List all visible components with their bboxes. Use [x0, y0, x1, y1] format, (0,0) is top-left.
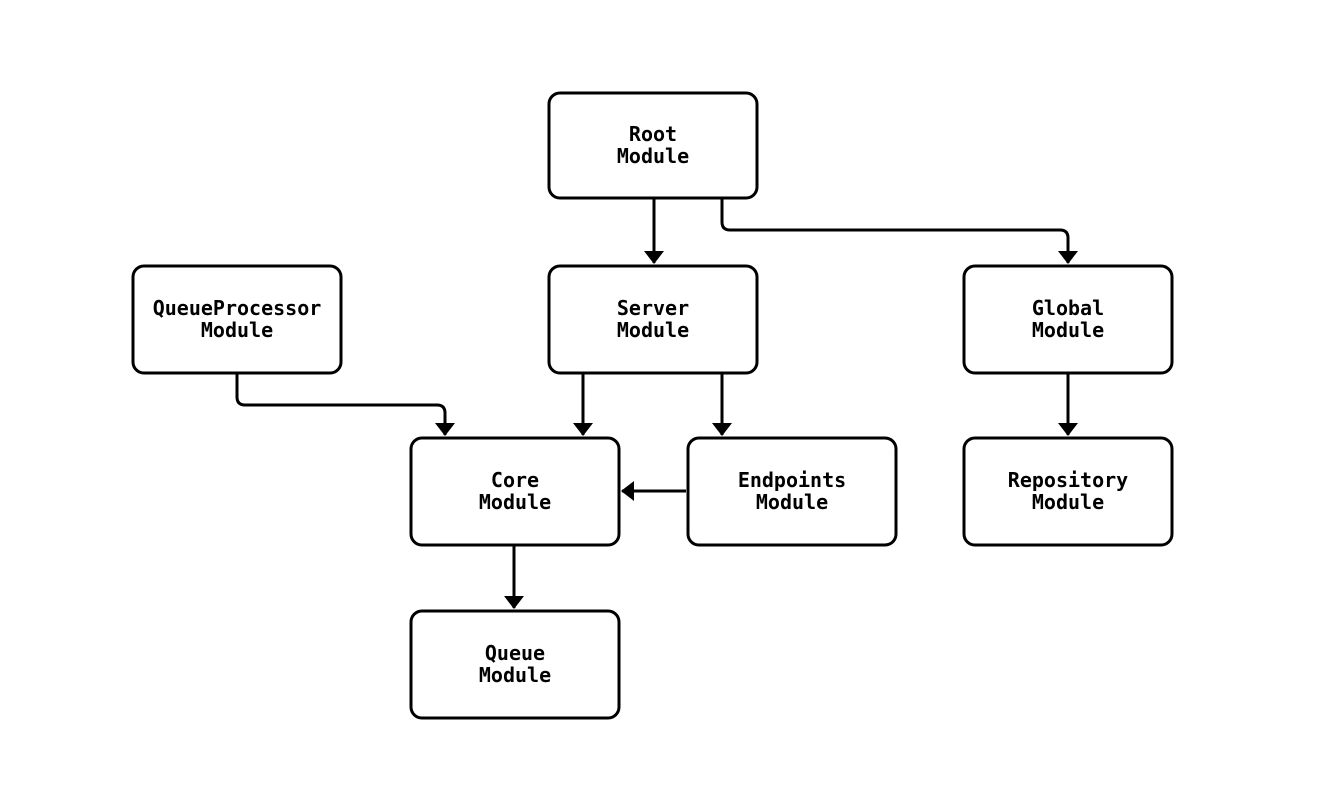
- node-core-module: Core Module: [409, 436, 621, 547]
- node-root-label-line1: Root: [629, 122, 677, 146]
- node-core-box: [409, 436, 621, 547]
- node-core-label-line1: Core: [491, 468, 539, 492]
- node-queueprocessor-label-line2: Module: [201, 318, 273, 342]
- node-queueprocessor-label-line1: QueueProcessor: [153, 296, 322, 320]
- node-queueprocessor-box: [131, 264, 343, 375]
- node-server-label-line2: Module: [617, 318, 689, 342]
- node-queue-box: [409, 609, 621, 720]
- node-queue-label-line2: Module: [479, 663, 551, 687]
- node-root-box: [547, 91, 759, 200]
- node-endpoints-label-line1: Endpoints: [738, 468, 846, 492]
- node-queue-label-line1: Queue: [485, 641, 545, 665]
- node-core-label-line2: Module: [479, 490, 551, 514]
- node-endpoints-box: [686, 436, 898, 547]
- edge-queueprocessor-to-core: [235, 374, 455, 436]
- node-endpoints-label-line2: Module: [756, 490, 828, 514]
- edge-root-to-global: [720, 199, 1078, 264]
- node-endpoints-module: Endpoints Module: [686, 436, 898, 547]
- node-repository-module: Repository Module: [962, 436, 1174, 547]
- node-queueprocessor-module: QueueProcessor Module: [131, 264, 343, 375]
- node-root-module: Root Module: [547, 91, 759, 200]
- node-server-label-line1: Server: [617, 296, 689, 320]
- node-server-module: Server Module: [547, 264, 759, 375]
- node-global-label-line1: Global: [1032, 296, 1104, 320]
- node-root-label-line2: Module: [617, 144, 689, 168]
- node-repository-label-line1: Repository: [1008, 468, 1128, 492]
- node-global-label-line2: Module: [1032, 318, 1104, 342]
- node-repository-box: [962, 436, 1174, 547]
- node-queue-module: Queue Module: [409, 609, 621, 720]
- node-repository-label-line2: Module: [1032, 490, 1104, 514]
- node-global-box: [962, 264, 1174, 375]
- node-server-box: [547, 264, 759, 375]
- node-global-module: Global Module: [962, 264, 1174, 375]
